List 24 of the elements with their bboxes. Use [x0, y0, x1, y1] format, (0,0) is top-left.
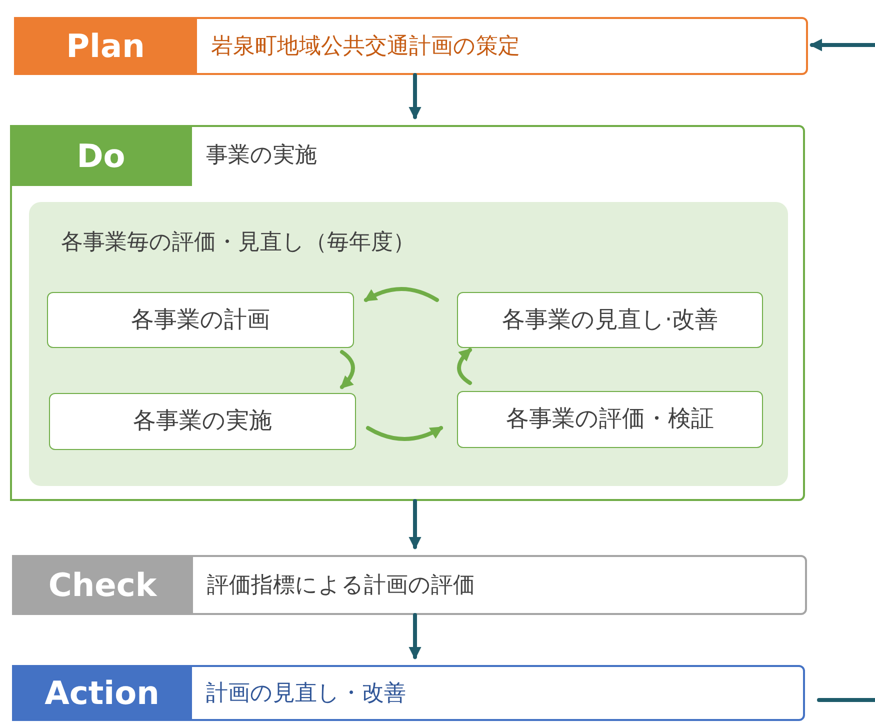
phase-box — [12, 555, 807, 615]
phase-description: 評価指標による計画の評価 — [207, 572, 475, 600]
step-box: 各事業の見直し·改善 — [457, 292, 763, 348]
phase-label: Plan — [14, 17, 197, 75]
phase-label: Action — [12, 665, 192, 721]
step-box: 各事業の実施 — [49, 393, 356, 450]
cycle-panel — [29, 202, 788, 486]
arrow — [364, 287, 439, 302]
phase-description: 事業の実施 — [206, 142, 317, 170]
step-box: 各事業の計画 — [47, 292, 354, 348]
phase-box — [10, 125, 805, 501]
phase-label: Do — [10, 125, 192, 186]
panel-title: 各事業毎の評価・見直し（毎年度） — [61, 229, 415, 257]
arrow — [408, 499, 422, 550]
arrow — [408, 613, 422, 660]
arrow — [809, 38, 875, 52]
arrow — [408, 73, 422, 120]
phase-description: 岩泉町地域公共交通計画の策定 — [211, 33, 520, 61]
arrow — [366, 426, 444, 441]
phase-box — [14, 17, 808, 75]
step-box: 各事業の評価・検証 — [457, 391, 763, 448]
phase-label: Check — [12, 555, 193, 615]
phase-box — [12, 665, 805, 721]
phase-description: 計画の見直し・改善 — [206, 680, 406, 708]
